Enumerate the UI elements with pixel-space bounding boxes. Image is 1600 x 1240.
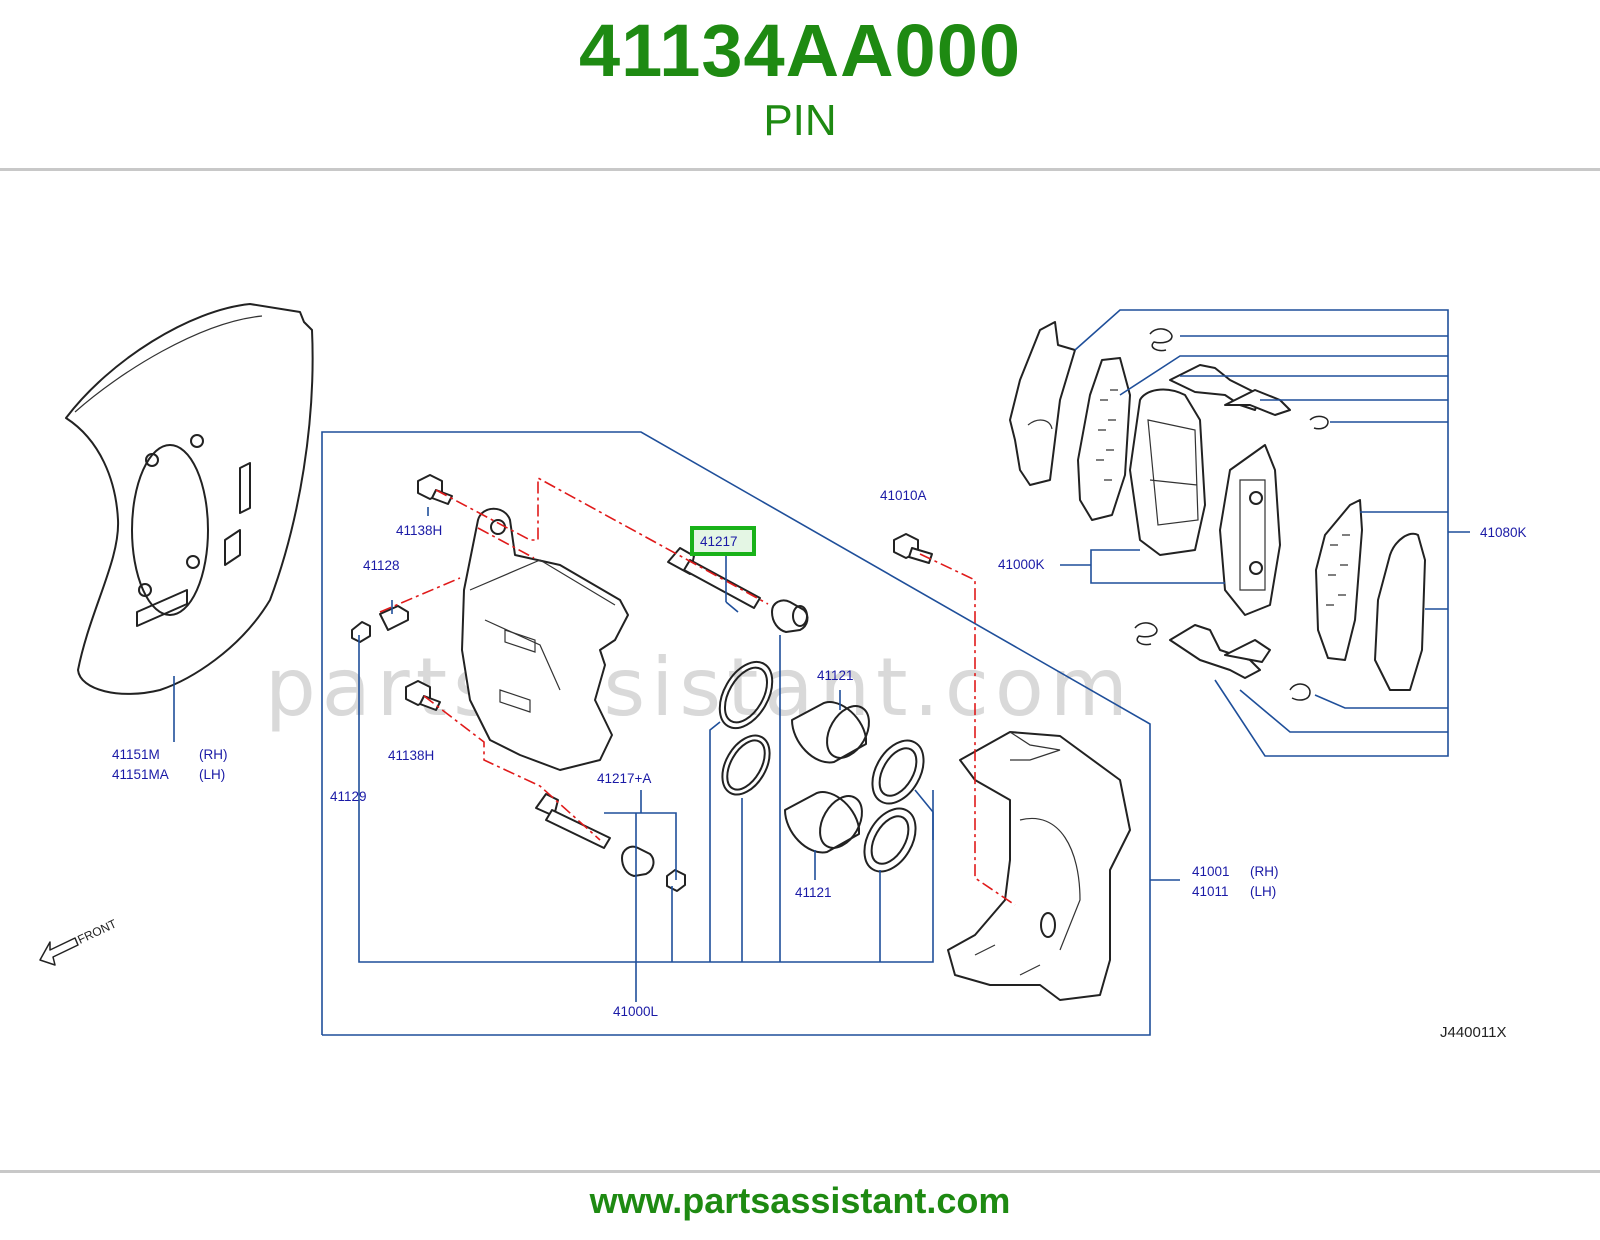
label-41080K[interactable]: 41080K xyxy=(1480,525,1527,540)
website-link[interactable]: www.partsassistant.com xyxy=(589,1180,1011,1221)
label-41151M[interactable]: 41151M xyxy=(112,747,160,762)
bolt-41138H-top xyxy=(417,474,453,505)
bolt-41010A xyxy=(893,533,933,564)
label-41217A[interactable]: 41217+A xyxy=(597,771,651,786)
label-lh-41151MA: (LH) xyxy=(199,767,225,782)
label-41138H-bottom[interactable]: 41138H xyxy=(388,748,434,763)
pin-boot-part xyxy=(771,599,809,633)
label-lh-41011: (LH) xyxy=(1250,884,1276,899)
label-41217-highlighted[interactable]: 41217 xyxy=(700,534,738,549)
caliper-kit-frame xyxy=(321,431,1151,1036)
label-rh-41151M: (RH) xyxy=(199,747,228,762)
part-number-title: 41134AA000 xyxy=(578,9,1022,92)
header-divider xyxy=(0,168,1600,171)
watermark-text: partsassistant.com xyxy=(265,641,1134,734)
dust-boots-seals xyxy=(863,739,925,873)
footer-divider xyxy=(0,1170,1600,1173)
label-41129[interactable]: 41129 xyxy=(330,789,367,804)
label-41121-bottom[interactable]: 41121 xyxy=(795,885,832,900)
label-41000K[interactable]: 41000K xyxy=(998,557,1045,572)
label-rh-41001: (RH) xyxy=(1250,864,1279,879)
label-41010A[interactable]: 41010A xyxy=(880,488,927,503)
caliper-body-part xyxy=(461,507,629,771)
part-name-subtitle: PIN xyxy=(763,96,837,145)
label-41000L[interactable]: 41000L xyxy=(613,1004,659,1019)
leader-lines-pad-kit xyxy=(1060,309,1470,757)
bleeder-screw-41128 xyxy=(351,605,409,643)
dust-shield-part xyxy=(65,303,314,742)
pistons-41121 xyxy=(784,701,870,854)
label-41001[interactable]: 41001 xyxy=(1192,864,1230,879)
front-label: FRONT xyxy=(75,916,119,946)
label-41011[interactable]: 41011 xyxy=(1192,884,1229,899)
guide-pin-41217A-part xyxy=(535,793,686,892)
label-41138H-top[interactable]: 41138H xyxy=(396,523,442,538)
brake-pads-shims-part xyxy=(1009,321,1426,701)
assembly-center-lines xyxy=(379,476,1016,906)
label-41151MA[interactable]: 41151MA xyxy=(112,767,169,782)
bolt-41138H-bottom xyxy=(405,680,441,711)
caliper-bracket-part xyxy=(947,731,1131,1001)
front-arrow-icon: FRONT xyxy=(39,916,119,966)
highlight-box-41217 xyxy=(690,526,756,556)
diagram-ref-code: J440011X xyxy=(1440,1024,1506,1041)
leader-lines-caliper xyxy=(358,507,1180,1002)
label-41121-top[interactable]: 41121 xyxy=(817,668,854,683)
label-41128[interactable]: 41128 xyxy=(363,558,400,573)
piston-seal-rings xyxy=(718,660,774,796)
